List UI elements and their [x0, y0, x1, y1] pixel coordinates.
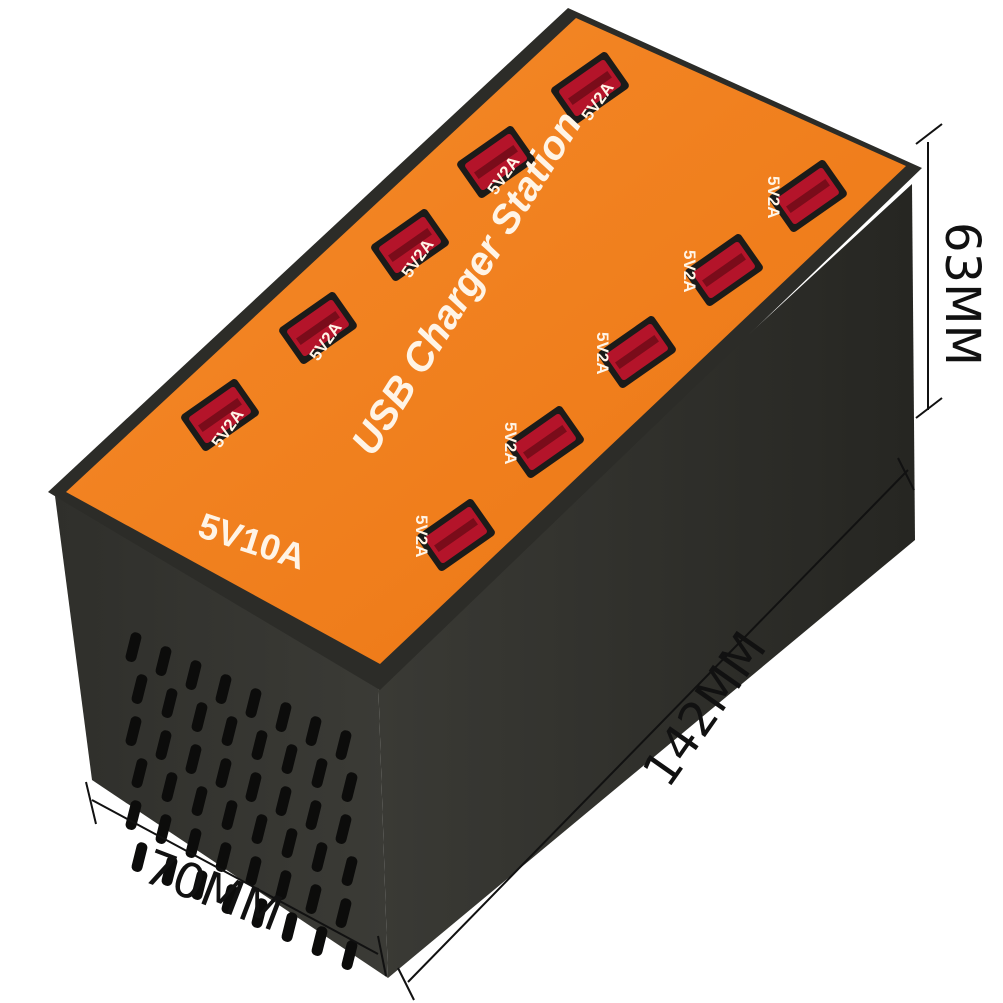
usb-port-tongue — [474, 144, 518, 180]
usb-port — [279, 292, 357, 364]
usb-port — [598, 316, 676, 388]
usb-port — [551, 52, 629, 124]
usb-port-tongue — [523, 424, 567, 460]
length-dimension-line — [407, 469, 909, 983]
usb-port — [371, 209, 449, 281]
width-dimension-tick — [377, 935, 387, 977]
height-dimension-tick — [915, 123, 943, 145]
vent-slot — [125, 632, 142, 662]
usb-port — [457, 126, 535, 198]
vent-slot — [191, 786, 208, 816]
width-dimension-line — [91, 799, 379, 955]
usb-port-tongue — [786, 178, 830, 214]
vent-slot — [335, 730, 352, 760]
vent-slot — [305, 884, 322, 914]
vent-slot — [161, 772, 178, 802]
vent-slot — [185, 744, 202, 774]
vent-slot — [275, 702, 292, 732]
vent-slot — [275, 870, 292, 900]
width-dimension-tick — [85, 781, 97, 825]
usb-port-tongue — [296, 310, 340, 346]
vent-grille — [125, 632, 358, 970]
vent-slot — [245, 856, 262, 886]
vent-slot — [341, 856, 358, 886]
vent-slot — [155, 730, 172, 760]
usb-port — [506, 406, 584, 478]
port-rating-label: 5V2A — [593, 332, 612, 375]
vent-slot — [311, 842, 328, 872]
usb-port-tongue — [388, 227, 432, 263]
vent-slot — [305, 800, 322, 830]
usb-port — [685, 234, 763, 306]
usb-port — [417, 499, 495, 571]
vent-slot — [191, 702, 208, 732]
usb-port-tongue — [615, 334, 659, 370]
vent-slot — [341, 940, 358, 970]
vent-slot — [281, 912, 298, 942]
usb-port-tongue — [434, 517, 478, 553]
usb-port — [181, 379, 259, 451]
vent-slot — [221, 716, 238, 746]
port-rating-label: 5V2A — [680, 250, 699, 293]
vent-slot — [125, 716, 142, 746]
vent-slot — [185, 660, 202, 690]
vent-slot — [245, 688, 262, 718]
length-dimension-tick — [397, 967, 415, 1001]
vent-slot — [131, 758, 148, 788]
height-dimension-tick — [915, 397, 943, 419]
usb-port-tongue — [702, 252, 746, 288]
vent-slot — [131, 674, 148, 704]
port-rating-label: 5V2A — [412, 515, 431, 558]
vent-slot — [215, 842, 232, 872]
usb-port-tongue — [568, 70, 612, 106]
front-panel — [55, 496, 388, 978]
top-panel — [66, 18, 906, 664]
vent-slot — [335, 814, 352, 844]
vent-slot — [311, 758, 328, 788]
vent-slot — [215, 674, 232, 704]
vent-slot — [281, 828, 298, 858]
length-dimension-tick — [897, 457, 915, 491]
side-panel — [378, 184, 915, 978]
vent-slot — [335, 898, 352, 928]
vent-slot — [161, 856, 178, 886]
vent-slot — [191, 870, 208, 900]
vent-slot — [161, 688, 178, 718]
vent-slot — [155, 646, 172, 676]
vent-slot — [185, 828, 202, 858]
port-rating-label: 5V2A — [764, 176, 783, 219]
vent-slot — [221, 800, 238, 830]
vent-slot — [311, 926, 328, 956]
vent-slot — [341, 772, 358, 802]
usb-port-tongue — [198, 397, 242, 433]
port-rating-label: 5V2A — [501, 422, 520, 465]
vent-slot — [251, 814, 268, 844]
vent-slot — [251, 730, 268, 760]
vent-slot — [281, 744, 298, 774]
vent-slot — [251, 898, 268, 928]
vent-slot — [275, 786, 292, 816]
vent-slot — [221, 884, 238, 914]
height-dimension-label: 63MM — [934, 222, 990, 366]
dimension-lines — [85, 123, 943, 1001]
vent-slot — [245, 772, 262, 802]
vent-slot — [131, 842, 148, 872]
vent-slot — [125, 800, 142, 830]
vent-slot — [305, 716, 322, 746]
vent-slot — [215, 758, 232, 788]
usb-port — [769, 160, 847, 232]
